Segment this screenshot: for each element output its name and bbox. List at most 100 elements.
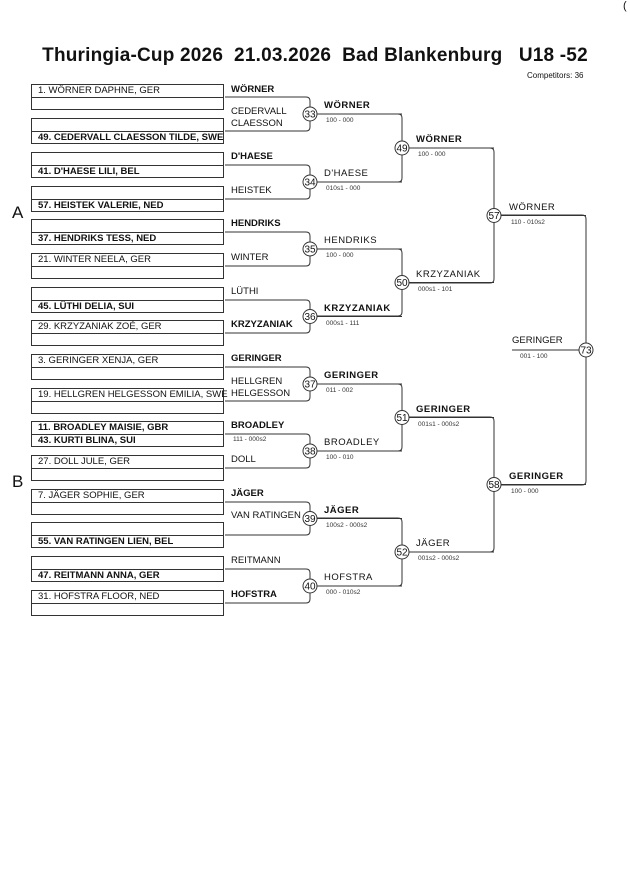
entry-name: 11. BROADLEY MAISIE, GBR — [38, 422, 169, 433]
match-circle — [302, 578, 318, 594]
r1-label: HELLGREN HELGESSON — [231, 376, 291, 399]
match-number: 35 — [304, 245, 316, 256]
entry-name: 1. WÖRNER DAPHNE, GER — [38, 85, 160, 96]
match-number: 39 — [304, 514, 316, 525]
r1-label: WINTER — [231, 252, 269, 263]
match-circle — [302, 443, 318, 459]
match-score: 000 - 010s2 — [326, 589, 361, 596]
match-winner: WÖRNER — [416, 134, 463, 145]
entry-name: 47. REITMANN ANNA, GER — [38, 570, 160, 581]
match-circle — [302, 309, 318, 324]
match-number: 57 — [488, 211, 500, 222]
match-circle — [486, 208, 502, 223]
match-winner: GERINGER — [324, 370, 379, 381]
entry-box: 57. HEISTEK VALERIE, NED — [31, 186, 224, 212]
match-winner: KRZYZANIAK — [416, 268, 481, 280]
match-circle — [302, 241, 318, 257]
match-winner: BROADLEY — [324, 437, 380, 448]
match-circle — [302, 511, 318, 526]
entry-name: 43. KURTI BLINA, SUI — [38, 435, 136, 446]
match-circle — [394, 275, 410, 290]
entry-name: 37. HENDRIKS TESS, NED — [38, 233, 157, 244]
match-winner: KRZYZANIAK — [324, 302, 391, 314]
match-number: 73 — [580, 346, 592, 357]
entry-box: 19. HELLGREN HELGESSON EMILIA, SWE — [31, 388, 228, 414]
match-score: 001s1 - 000s2 — [418, 420, 460, 428]
match-number: 38 — [304, 447, 316, 458]
match-number: 36 — [304, 312, 316, 323]
entry-name: 7. JÄGER SOPHIE, GER — [38, 490, 145, 501]
match-winner: GERINGER — [512, 335, 563, 346]
entry-box: 29. KRZYZANIAK ZOÉ, GER — [31, 320, 224, 346]
pool-label-b: B — [12, 472, 24, 491]
match-score: 100 - 000 — [511, 487, 539, 495]
pool-label-a: A — [12, 203, 24, 222]
r1-label: VAN RATINGEN — [231, 510, 301, 521]
entry-box: 7. JÄGER SOPHIE, GER — [31, 489, 224, 515]
r1-label: DOLL — [231, 454, 256, 465]
entry-box: 49. CEDERVALL CLAESSON TILDE, SWE — [31, 118, 224, 144]
entry-box: 11. BROADLEY MAISIE, GBR 43. KURTI BLINA,… — [31, 421, 224, 447]
entry-box: 21. WINTER NEELA, GER — [31, 253, 224, 279]
match-winner: JÄGER — [324, 504, 360, 516]
entry-name: 27. DOLL JULE, GER — [38, 456, 131, 467]
match-winner: HOFSTRA — [324, 572, 373, 583]
r1-label: D'HAESE — [231, 151, 273, 162]
match-score: 010s1 - 000 — [326, 185, 361, 192]
entry-name: 57. HEISTEK VALERIE, NED — [38, 200, 164, 211]
match-winner: GERINGER — [416, 403, 471, 415]
match-number: 33 — [304, 110, 316, 121]
entry-box: 41. D'HAESE LILI, BEL — [31, 152, 224, 178]
match-circle — [302, 174, 318, 190]
bracket-connector — [402, 147, 495, 284]
match-score: 100 - 000 — [326, 117, 354, 124]
match-winner: JÄGER — [416, 538, 451, 549]
r1-label: JÄGER — [231, 488, 264, 499]
match-winner: WÖRNER — [509, 201, 556, 213]
match-winner: GERINGER — [509, 470, 564, 482]
entry-box: 55. VAN RATINGEN LIEN, BEL — [31, 522, 224, 548]
match-number: 50 — [396, 278, 408, 289]
competitor-count: Competitors: 36 — [527, 71, 584, 80]
match-circle — [394, 544, 410, 560]
match-number: 40 — [304, 582, 316, 593]
match-winner: WÖRNER — [324, 100, 371, 111]
match-number: 52 — [396, 548, 408, 559]
match-score: 011 - 002 — [326, 387, 353, 394]
entry-name: 19. HELLGREN HELGESSON EMILIA, SWE — [38, 389, 228, 400]
r1-label: WÖRNER — [231, 84, 275, 95]
corner-mark: ( — [623, 0, 627, 12]
r1-label: BROADLEY — [231, 420, 285, 431]
match-score: 100s2 - 000s2 — [326, 521, 368, 529]
entry-box: 3. GERINGER XENJA, GER — [31, 354, 224, 380]
entry-name: 49. CEDERVALL CLAESSON TILDE, SWE — [38, 132, 224, 143]
entry-name: 45. LÜTHI DELIA, SUI — [38, 301, 135, 312]
entry-name: 21. WINTER NEELA, GER — [38, 254, 151, 265]
match-circle — [486, 477, 502, 492]
match-circle — [578, 342, 594, 358]
match-circle — [302, 106, 318, 122]
match-winner: D'HAESE — [324, 168, 369, 179]
entry-box: 31. HOFSTRA FLOOR, NED — [31, 590, 224, 616]
r1-label: KRZYZANIAK — [231, 319, 293, 330]
match-number: 37 — [304, 380, 316, 391]
r1-label: HOFSTRA — [231, 589, 277, 600]
entry-box: 27. DOLL JULE, GER — [31, 455, 224, 481]
r1-label: GERINGER — [231, 353, 282, 364]
entry-name: 3. GERINGER XENJA, GER — [38, 355, 159, 366]
match-winner: HENDRIKS — [324, 235, 378, 246]
entry-name: 55. VAN RATINGEN LIEN, BEL — [38, 536, 174, 547]
entry-name: 29. KRZYZANIAK ZOÉ, GER — [38, 321, 162, 332]
match-score: 001 - 100 — [520, 353, 548, 360]
page-title: Thuringia-Cup 2026 21.03.2026 Bad Blanke… — [42, 45, 588, 66]
match-score: 000s1 - 111 — [326, 319, 360, 327]
bracket-connector — [402, 416, 495, 553]
match-score: 100 - 010 — [326, 454, 354, 461]
match-circle — [394, 410, 410, 425]
entry-box: 47. REITMANN ANNA, GER — [31, 556, 224, 582]
match-number: 34 — [304, 178, 316, 189]
r1-label: HEISTEK — [231, 185, 272, 196]
r1-label: LÜTHI — [231, 286, 259, 297]
entry-box: 45. LÜTHI DELIA, SUI — [31, 287, 224, 313]
